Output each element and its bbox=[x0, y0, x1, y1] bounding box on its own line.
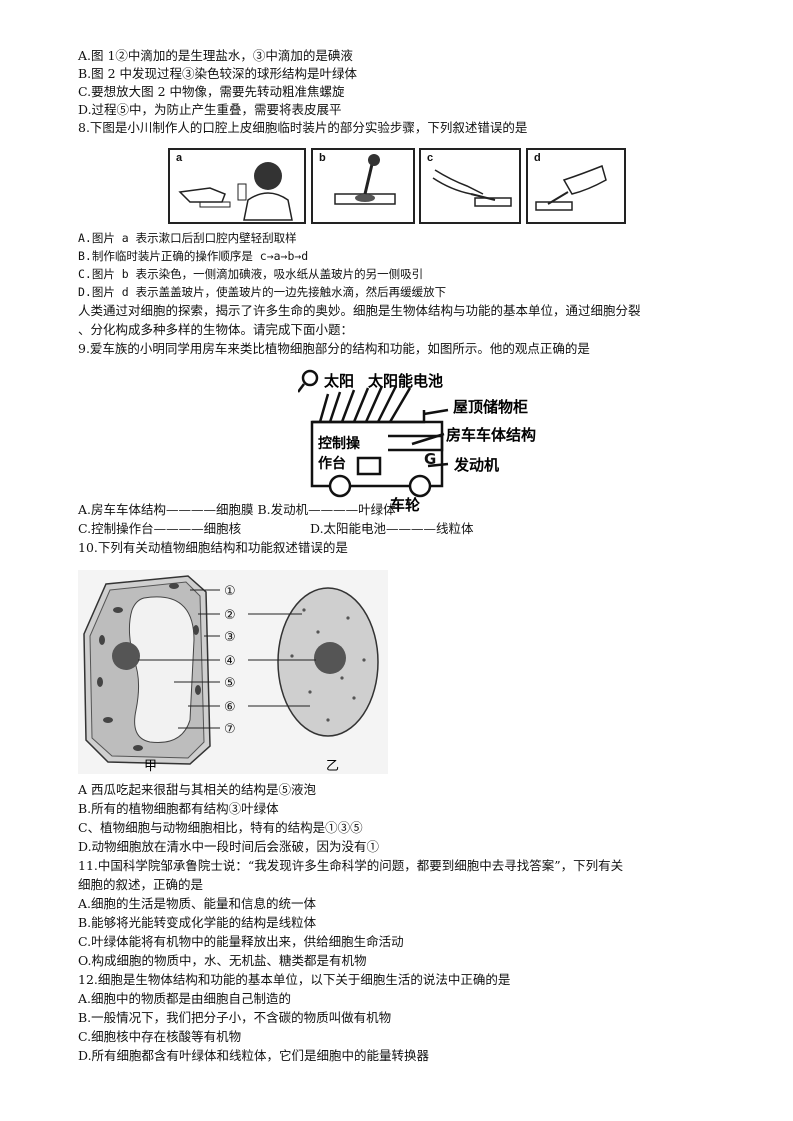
q8-option-b: B.制作临时装片正确的操作顺序是 c→a→b→d bbox=[78, 249, 309, 263]
q10-option-d: D.动物细胞放在清水中一段时间后会涨破，因为没有① bbox=[78, 839, 380, 854]
q11-stem-1: 11.中国科学院邹承鲁院士说：“我发现许多生命科学的问题，都要到细胞中去寻找答案… bbox=[78, 858, 624, 873]
q8-option-c: C.图片 b 表示染色，一侧滴加碘液，吸水纸从盖玻片的另一侧吸引 bbox=[78, 267, 424, 281]
q12-option-c: C.细胞核中存在核酸等有机物 bbox=[78, 1029, 242, 1044]
label-solar-panel: 太阳能电池 bbox=[368, 372, 443, 390]
engine-g-icon: G bbox=[424, 450, 436, 468]
coverslip-illustration bbox=[535, 164, 607, 211]
q7-option-a: A.图 1②中滴加的是生理盐水，③中滴加的是碘液 bbox=[78, 48, 353, 63]
q8-panel-b: b bbox=[311, 148, 415, 224]
label-7: ⑦ bbox=[224, 722, 236, 737]
label-4: ④ bbox=[224, 654, 236, 669]
q8-option-a: A.图片 a 表示漱口后刮口腔内壁轻刮取样 bbox=[78, 231, 297, 245]
q10-stem: 10.下列有关动植物细胞结构和功能叙述错误的是 bbox=[78, 540, 348, 555]
q9-options-row-1: A.房车车体结构————细胞膜 B.发动机————叶绿体 bbox=[78, 502, 396, 517]
label-5: ⑤ bbox=[224, 676, 236, 691]
label-cabinet: 屋顶储物柜 bbox=[453, 398, 528, 416]
intro-line-2: 、分化构成多种多样的生物体。请完成下面小题： bbox=[78, 322, 354, 337]
dropping-illustration bbox=[432, 169, 512, 207]
q10-option-a: A 西瓜吃起来很甜与其相关的结构是⑤液泡 bbox=[78, 782, 317, 797]
label-wheel: 车轮 bbox=[390, 496, 420, 514]
q12-stem: 12.细胞是生物体结构和功能的基本单位，以下关于细胞生活的说法中正确的是 bbox=[78, 972, 511, 987]
panel-label-c: c bbox=[427, 152, 434, 164]
label-2: ② bbox=[224, 608, 236, 623]
q8-panel-d: d bbox=[526, 148, 626, 224]
label-engine: 发动机 bbox=[453, 456, 499, 474]
q8-stem: 8.下图是小川制作人的口腔上皮细胞临时装片的部分实验步骤，下列叙述错误的是 bbox=[78, 120, 528, 135]
q7-option-c: C.要想放大图 2 中物像，需要先转动粗准焦螺旋 bbox=[78, 84, 345, 99]
q11-stem-2: 细胞的叙述，正确的是 bbox=[78, 877, 204, 892]
label-jia: 甲 bbox=[144, 759, 157, 774]
q9-stem: 9.爱车族的小明同学用房车来类比植物细胞部分的结构和功能，如图所示。他的观点正确… bbox=[78, 341, 590, 356]
q11-option-c: C.叶绿体能将有机物中的能量释放出来，供给细胞生命活动 bbox=[78, 934, 404, 949]
q11-option-a: A.细胞的生活是物质、能量和信息的统一体 bbox=[78, 896, 317, 911]
label-yi: 乙 bbox=[326, 759, 339, 774]
q10-option-b: B.所有的植物细胞都有结构③叶绿体 bbox=[78, 801, 279, 816]
q12-option-a: A.细胞中的物质都是由细胞自己制造的 bbox=[78, 991, 292, 1006]
q8-option-d: D.图片 d 表示盖盖玻片，使盖玻片的一边先接触水滴，然后再缓缓放下 bbox=[78, 285, 447, 299]
label-sun: 太阳 bbox=[324, 372, 354, 390]
q9-option-d: D.太阳能电池————线粒体 bbox=[310, 521, 474, 536]
staining-illustration bbox=[334, 154, 396, 205]
scraping-illustration bbox=[178, 162, 293, 221]
q8-panel-a: a bbox=[168, 148, 306, 224]
rv-analogy-figure: 太阳 太阳能电池 控制操 作台 屋顶储物柜 房车车体结构 G 发动机 车轮 bbox=[298, 369, 536, 514]
q12-option-b: B.一般情况下，我们把分子小，不含碳的物质叫做有机物 bbox=[78, 1010, 392, 1025]
cell-comparison-figure: ① ② ③ ④ ⑤ ⑥ ⑦ 甲 乙 bbox=[78, 570, 388, 774]
label-3: ③ bbox=[224, 630, 236, 645]
intro-line-1: 人类通过对细胞的探索，揭示了许多生命的奥妙。细胞是生物体结构与功能的基本单位，通… bbox=[78, 303, 641, 318]
q10-option-c: C、植物细胞与动物细胞相比，特有的结构是①③⑤ bbox=[78, 820, 363, 835]
q7-option-d: D.过程⑤中，为防止产生重叠，需要将表皮展平 bbox=[78, 102, 342, 117]
panel-label-b: b bbox=[319, 152, 326, 164]
q7-option-b: B.图 2 中发现过程③染色较深的球形结构是叶绿体 bbox=[78, 66, 358, 81]
q12-option-d: D.所有细胞都含有叶绿体和线粒体，它们是细胞中的能量转换器 bbox=[78, 1048, 430, 1063]
label-console-1: 控制操 bbox=[318, 435, 361, 452]
q11-option-d: O.构成细胞的物质中，水、无机盐、糖类都是有机物 bbox=[78, 953, 367, 968]
panel-label-a: a bbox=[176, 152, 183, 164]
panel-label-d: d bbox=[534, 152, 541, 164]
q9-option-c: C.控制操作台————细胞核 bbox=[78, 521, 242, 536]
label-console-2: 作台 bbox=[318, 455, 346, 472]
q8-panel-c: c bbox=[419, 148, 521, 224]
label-rv-body: 房车车体结构 bbox=[446, 426, 536, 444]
label-6: ⑥ bbox=[224, 700, 236, 715]
q11-option-b: B.能够将光能转变成化学能的结构是线粒体 bbox=[78, 915, 317, 930]
label-1: ① bbox=[224, 584, 236, 599]
